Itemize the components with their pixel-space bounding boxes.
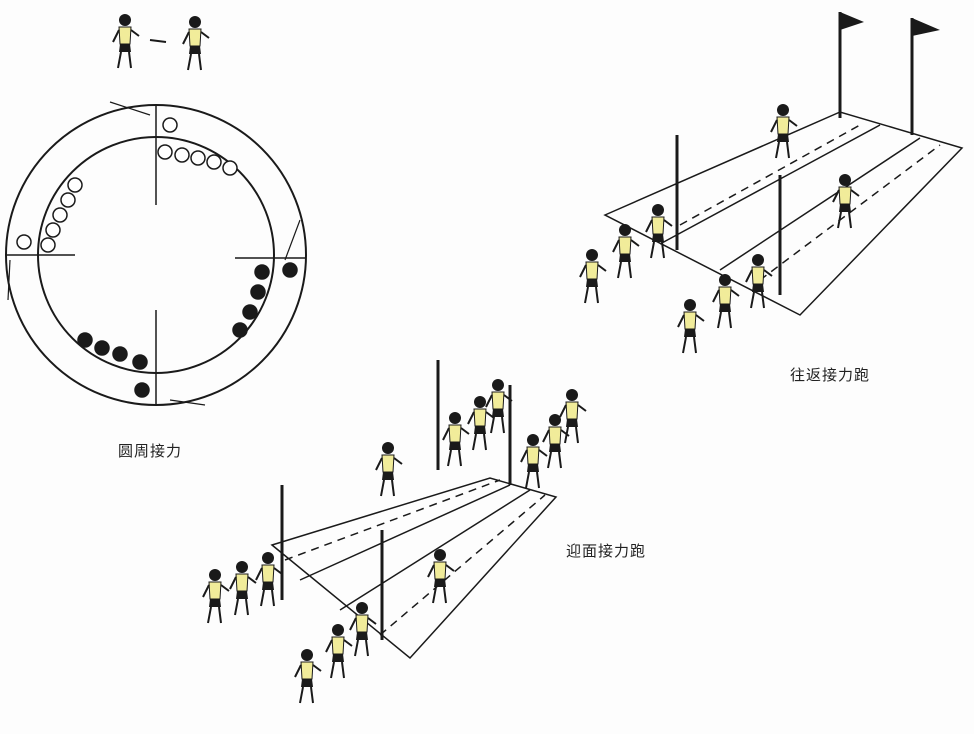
face-to-face-field [270, 360, 558, 660]
runner-figure [229, 561, 257, 616]
face-to-face-relay-caption: 迎面接力跑 [566, 542, 647, 560]
runner-marker [40, 237, 56, 253]
runner-marker [282, 262, 298, 278]
runner-marker [190, 150, 206, 166]
runner-marker [232, 322, 248, 338]
flag-icon [912, 18, 940, 36]
runner-figure [427, 549, 455, 604]
runner-figure [745, 254, 773, 309]
runner-marker [60, 192, 76, 208]
runner-figure [485, 379, 513, 434]
runner-marker [242, 304, 258, 320]
runner-figure [542, 414, 570, 469]
runner-marker [134, 382, 150, 398]
runner-figure [112, 14, 140, 69]
runner-marker [250, 284, 266, 300]
runner-figure [770, 104, 798, 159]
runner-figure [442, 412, 470, 467]
runner-marker [112, 346, 128, 362]
circle-relay-caption: 圆周接力 [118, 442, 183, 460]
runner-marker [162, 117, 178, 133]
runner-figure [202, 569, 230, 624]
runner-marker [45, 222, 61, 238]
runner-figure [559, 389, 587, 444]
circle-runner-markers [16, 117, 298, 398]
runner-figure [612, 224, 640, 279]
runner-figure [520, 434, 548, 489]
runner-marker [157, 144, 173, 160]
runner-figure [467, 396, 495, 451]
runner-figure [832, 174, 860, 229]
runner-figure [294, 649, 322, 704]
runner-marker [132, 354, 148, 370]
shuttle-field [603, 12, 964, 316]
runner-figure [579, 249, 607, 304]
runner-marker [174, 147, 190, 163]
runner-figure [645, 204, 673, 259]
flag-icon [840, 12, 864, 30]
runner-figure [182, 16, 210, 71]
circle-track [5, 101, 307, 406]
runner-figures [112, 14, 860, 704]
runner-marker [16, 234, 32, 250]
runner-figure [325, 624, 353, 679]
runner-marker [222, 160, 238, 176]
runner-figure [349, 602, 377, 657]
runner-marker [94, 340, 110, 356]
runner-marker [77, 332, 93, 348]
runner-marker [52, 207, 68, 223]
runner-figure [255, 552, 283, 607]
runner-marker [254, 264, 270, 280]
runner-figure [375, 442, 403, 497]
runner-marker [206, 154, 222, 170]
shuttle-relay-caption: 往返接力跑 [790, 366, 871, 384]
runner-figure [677, 299, 705, 354]
runner-marker [67, 177, 83, 193]
runner-figure [712, 274, 740, 329]
